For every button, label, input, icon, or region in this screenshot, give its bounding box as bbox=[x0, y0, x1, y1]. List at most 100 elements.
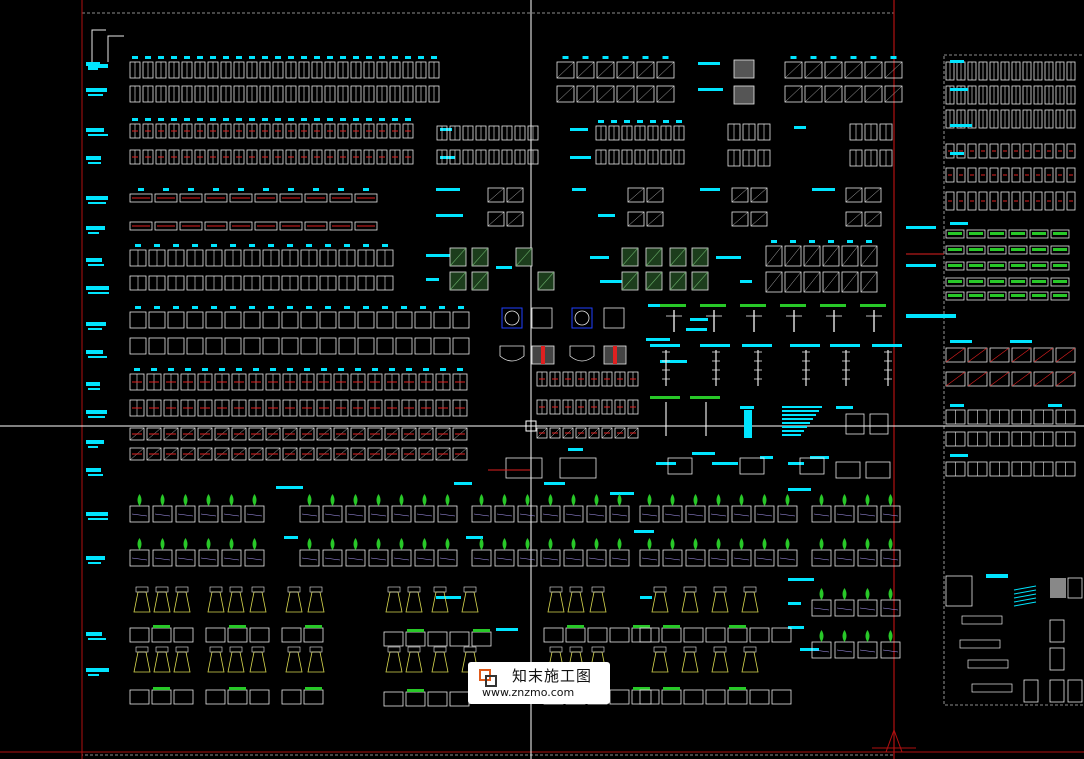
window-tag bbox=[379, 56, 385, 59]
stair-line bbox=[782, 422, 810, 424]
window-tag bbox=[132, 56, 138, 59]
window-tag bbox=[158, 56, 164, 59]
window-pane bbox=[731, 187, 749, 203]
rp-green bbox=[948, 294, 962, 297]
rp-window bbox=[945, 291, 965, 301]
door-red-strip bbox=[541, 346, 545, 364]
window-pane bbox=[367, 447, 383, 461]
window-hatch bbox=[506, 187, 524, 203]
planter-box bbox=[749, 689, 770, 705]
pedestal-top bbox=[653, 646, 667, 653]
cyan-annotation bbox=[686, 328, 707, 331]
window-tag bbox=[185, 368, 191, 371]
panel-hatch bbox=[621, 271, 639, 291]
window-hatch bbox=[860, 245, 878, 267]
rp-window bbox=[1011, 191, 1021, 211]
cyan-annotation bbox=[440, 128, 452, 131]
planter-soil bbox=[733, 557, 750, 561]
rp-green bbox=[948, 264, 962, 267]
planter-soil bbox=[836, 649, 853, 653]
window-pane bbox=[384, 427, 400, 441]
rp-green bbox=[969, 294, 983, 297]
rp-cyan-label bbox=[906, 264, 936, 267]
window-tag bbox=[184, 56, 190, 59]
label-tag bbox=[86, 156, 101, 160]
window-tag bbox=[611, 120, 617, 123]
window-tag bbox=[406, 368, 412, 371]
window-hatch bbox=[784, 85, 803, 103]
window-tag bbox=[249, 244, 255, 247]
cyan-annotation bbox=[794, 126, 806, 129]
window-hatch bbox=[784, 271, 802, 293]
planter-box bbox=[631, 627, 652, 643]
planter-box bbox=[383, 631, 404, 647]
window-hatch bbox=[487, 211, 505, 227]
rp-green bbox=[1032, 280, 1046, 283]
door-box bbox=[531, 307, 553, 329]
rp-cyan-label bbox=[1048, 404, 1062, 407]
window-pane bbox=[180, 447, 196, 461]
pedestal-icon bbox=[133, 651, 151, 673]
window-hatch bbox=[596, 85, 615, 103]
window-tag bbox=[171, 118, 177, 121]
window-tag bbox=[340, 56, 346, 59]
znzmo-logo-icon bbox=[479, 669, 497, 687]
window-pane bbox=[329, 221, 353, 231]
window-hatch bbox=[784, 61, 803, 79]
rp-window bbox=[987, 261, 1007, 271]
window-pane bbox=[224, 311, 242, 329]
window-tag bbox=[211, 244, 217, 247]
rp-window bbox=[1029, 245, 1049, 255]
rp-diag bbox=[967, 371, 988, 387]
window-hatch bbox=[841, 245, 859, 267]
rp-step bbox=[967, 659, 1009, 669]
planter-green-top bbox=[729, 687, 746, 690]
rp-green bbox=[990, 294, 1004, 297]
cyan-annotation bbox=[640, 596, 652, 599]
window-tag bbox=[268, 306, 274, 309]
rp-diag bbox=[1011, 371, 1032, 387]
window-tag bbox=[598, 120, 604, 123]
planter-green-top bbox=[633, 687, 650, 690]
rp-door bbox=[1049, 647, 1065, 671]
window-tag bbox=[423, 368, 429, 371]
window-tag bbox=[890, 56, 897, 59]
pedestal-top bbox=[463, 646, 477, 653]
rp-window bbox=[966, 245, 986, 255]
planter-soil bbox=[416, 513, 433, 517]
detail-box bbox=[667, 457, 693, 475]
window-pane bbox=[281, 337, 299, 355]
cyan-annotation bbox=[698, 88, 723, 91]
cyan-annotation bbox=[788, 578, 814, 581]
pedestal-top bbox=[549, 586, 563, 593]
planter-soil bbox=[177, 513, 194, 517]
rp-window bbox=[956, 191, 966, 211]
cyan-annotation bbox=[436, 214, 463, 217]
plant-leaf-icon bbox=[160, 494, 165, 506]
window-hatch bbox=[636, 85, 655, 103]
crosshair-pickbox bbox=[525, 420, 537, 432]
round-door-icon bbox=[574, 310, 590, 326]
section-cap bbox=[872, 344, 902, 347]
planter-soil bbox=[664, 557, 681, 561]
window-tag bbox=[145, 118, 151, 121]
window-tag bbox=[642, 56, 649, 59]
planter-soil bbox=[836, 607, 853, 611]
window-hatch bbox=[556, 61, 575, 79]
rp-green bbox=[1011, 264, 1025, 267]
pedestal-top bbox=[309, 646, 323, 653]
window-tag bbox=[366, 118, 372, 121]
window-pane bbox=[329, 193, 353, 203]
window-pane bbox=[231, 447, 247, 461]
window-pane bbox=[154, 193, 178, 203]
planter-soil bbox=[836, 557, 853, 561]
planter-soil bbox=[813, 649, 830, 653]
window-tag bbox=[262, 118, 268, 121]
window-pane bbox=[186, 311, 204, 329]
panel-hatch bbox=[537, 271, 555, 291]
cyan-annotation bbox=[544, 482, 565, 485]
window-pane bbox=[357, 311, 375, 329]
window-pane bbox=[549, 427, 561, 439]
pedestal-icon bbox=[711, 651, 729, 673]
